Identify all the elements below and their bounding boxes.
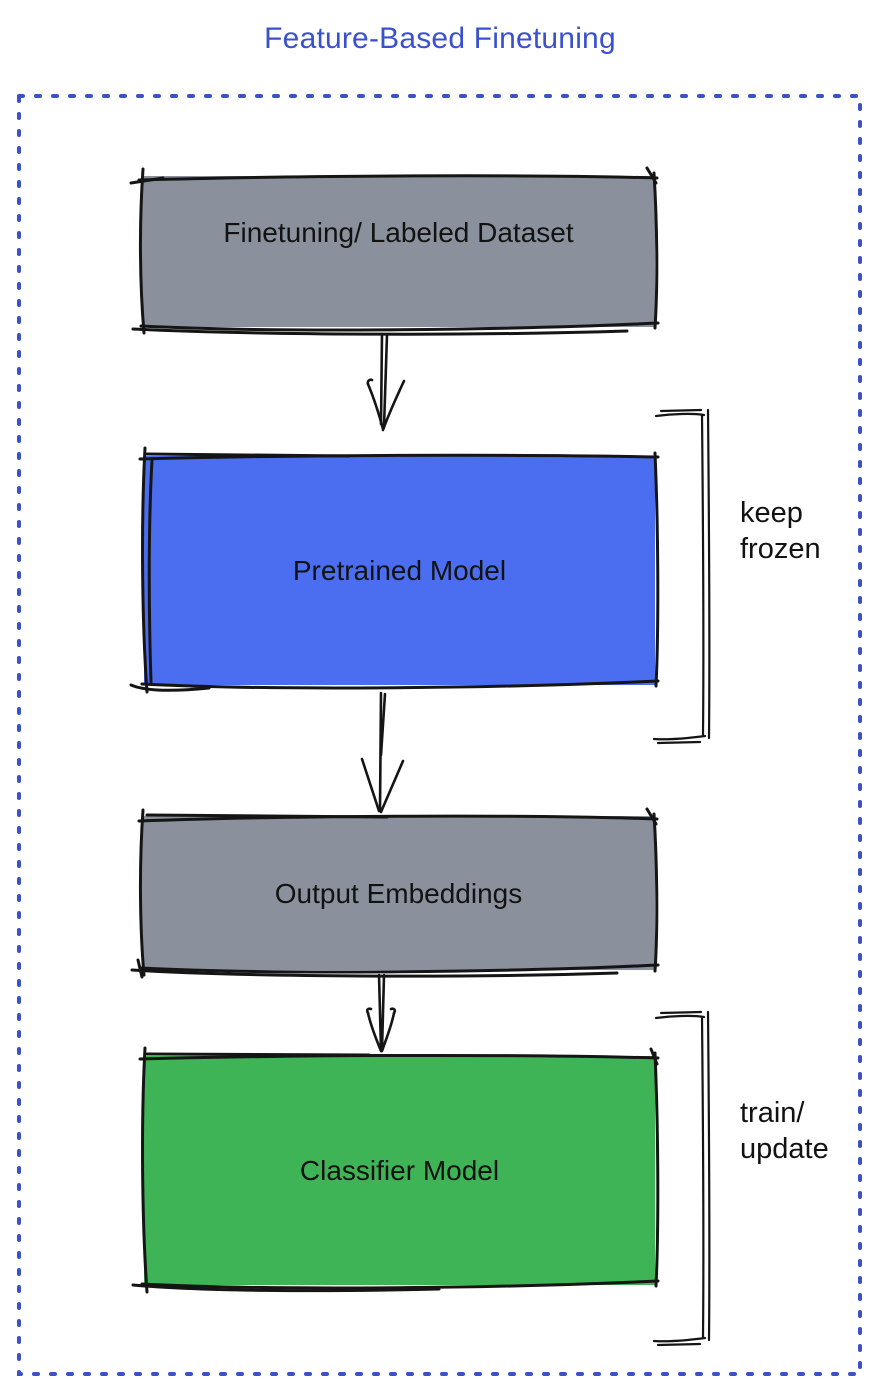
node-fill xyxy=(142,816,655,970)
node-fill xyxy=(142,176,655,327)
arrow-down-icon xyxy=(366,332,406,432)
sketch-border xyxy=(130,807,660,979)
node-fill xyxy=(144,1056,655,1285)
node-label: Finetuning/ Labeled Dataset xyxy=(223,217,574,248)
sketch-border xyxy=(129,166,660,336)
node-classifier-model: Classifier Model xyxy=(131,1046,660,1294)
node-fill xyxy=(144,456,655,685)
node-pretrained-model: Pretrained Model xyxy=(129,446,660,694)
sketch-border xyxy=(129,446,660,694)
node-label: Output Embeddings xyxy=(274,877,523,909)
node-label: Classifier Model xyxy=(299,1155,500,1186)
bracket-right-icon xyxy=(652,408,711,745)
node-label: Pretrained Model xyxy=(292,555,507,586)
diagram-title: Feature-Based Finetuning xyxy=(264,22,616,55)
annotation-keep-frozen: keep frozen xyxy=(740,497,821,565)
arrow-down-icon xyxy=(360,691,405,814)
node-finetuning-dataset: Finetuning/ Labeled Dataset xyxy=(129,166,660,336)
node-output-embeddings: Output Embeddings xyxy=(130,807,660,979)
arrow-down-icon xyxy=(365,973,397,1053)
bracket-right-icon xyxy=(652,1010,711,1347)
annotation-train-update: train/ update xyxy=(740,1097,829,1165)
sketch-border xyxy=(131,1046,660,1294)
